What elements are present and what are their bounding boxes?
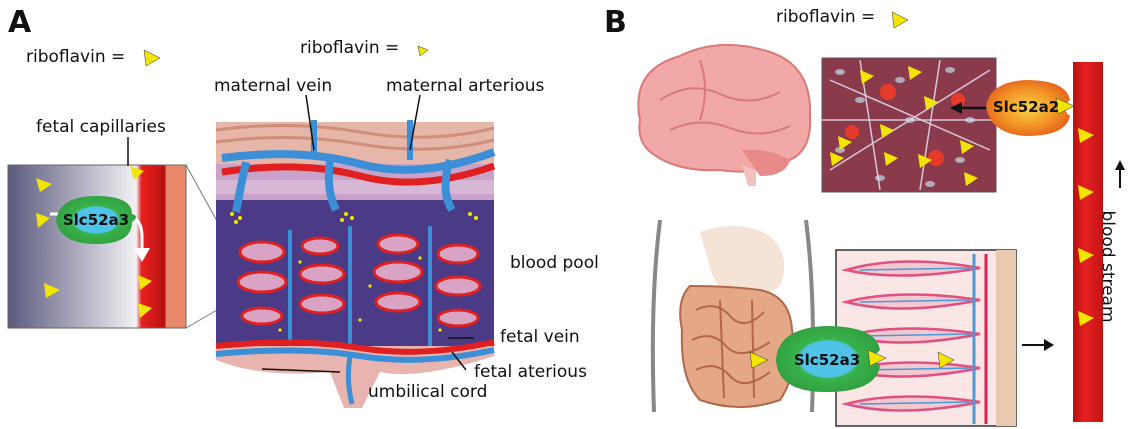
riboflavin-icon <box>144 50 160 66</box>
blood-pool-label: blood pool <box>510 255 599 272</box>
capillary-inset <box>8 165 246 328</box>
riboflavin-icon <box>892 12 908 28</box>
placenta-illustration <box>216 120 494 408</box>
panel-label-b: B <box>604 8 627 38</box>
maternal-vein-label: maternal vein <box>214 78 332 95</box>
fetal-vein-label: fetal vein <box>500 329 580 346</box>
riboflavin-legend-a: riboflavin = <box>26 49 125 66</box>
brain-tissue-panel <box>822 58 996 192</box>
blood-stream-label: blood stream <box>1099 207 1116 327</box>
riboflavin-legend-a-small: riboflavin = <box>300 40 399 57</box>
slc52a3-transporter-placenta: Slc52a3 <box>60 210 132 230</box>
umbilical-cord-label: umbilical cord <box>368 384 487 401</box>
brain-illustration <box>638 45 810 186</box>
fetal-capillaries-label: fetal capillaries <box>36 119 166 136</box>
maternal-arterious-label: maternal arterious <box>386 78 544 95</box>
fetal-arterious-label: fetal aterious <box>474 364 587 381</box>
panel-label-a: A <box>8 8 31 38</box>
slc52a3-transporter-gut: Slc52a3 <box>784 350 870 370</box>
riboflavin-legend-b: riboflavin = <box>776 9 875 26</box>
riboflavin-icon <box>418 46 428 56</box>
slc52a2-transporter-brain: Slc52a2 <box>990 98 1062 116</box>
